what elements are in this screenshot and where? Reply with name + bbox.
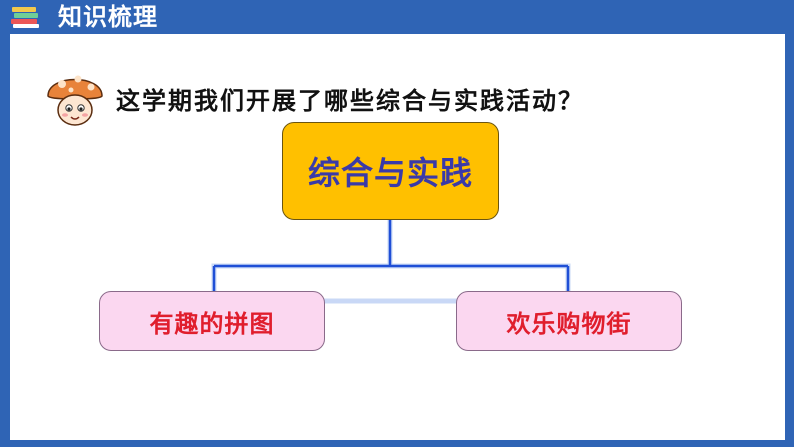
diagram-root-node: 综合与实践 bbox=[282, 122, 499, 220]
child-label: 欢乐购物街 bbox=[506, 309, 632, 338]
diagram-child-node-puzzle: 有趣的拼图 bbox=[99, 291, 325, 351]
header-bar: 知识梳理 bbox=[0, 0, 794, 34]
root-label: 综合与实践 bbox=[307, 154, 473, 192]
books-stack-icon bbox=[11, 7, 39, 28]
question-text: 这学期我们开展了哪些综合与实践活动？ bbox=[116, 87, 584, 115]
mushroom-character-icon bbox=[47, 75, 103, 126]
section-title: 知识梳理 bbox=[58, 3, 158, 31]
diagram-child-node-shopping: 欢乐购物街 bbox=[456, 291, 682, 351]
content-panel bbox=[10, 34, 785, 440]
child-label: 有趣的拼图 bbox=[149, 309, 275, 338]
